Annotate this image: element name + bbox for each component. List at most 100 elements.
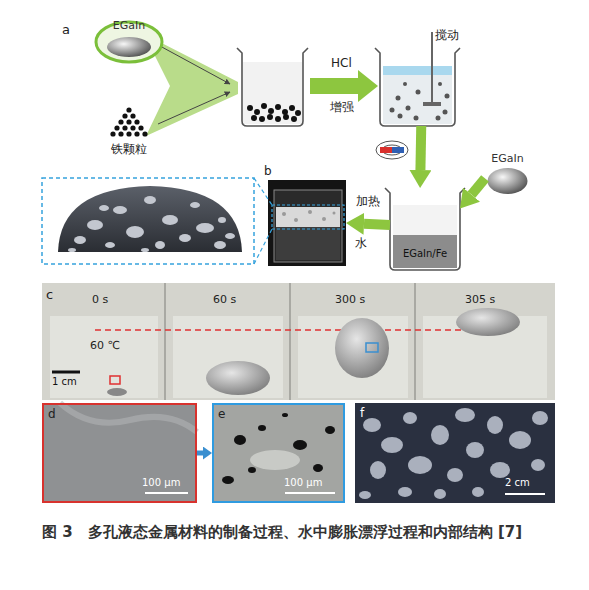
node-text: b	[264, 164, 272, 178]
photo-strip	[173, 316, 283, 398]
photo	[282, 210, 336, 222]
scale-bar	[145, 492, 188, 494]
micrograph	[234, 435, 246, 445]
photo-panel: b	[268, 180, 346, 266]
node-text: 100 μm	[284, 477, 322, 489]
droplet: EGaIn	[485, 152, 530, 196]
iron-particle	[122, 113, 127, 118]
iron-particle	[110, 131, 115, 136]
photo-strip	[335, 318, 389, 378]
particles	[445, 94, 450, 99]
photo-strip	[107, 388, 127, 396]
stirrer	[431, 32, 433, 103]
magnet-symbol	[380, 147, 392, 153]
magnet-symbol	[376, 141, 408, 159]
photo	[532, 411, 548, 425]
iron-particles	[267, 114, 273, 120]
micrograph-panel: e100 μm	[212, 403, 345, 503]
photo	[431, 425, 449, 445]
micrograph	[60, 403, 197, 432]
iron-particle	[134, 119, 139, 124]
micrograph	[248, 467, 256, 473]
photo	[455, 408, 475, 422]
photo	[408, 456, 432, 474]
node-text: 60 s	[213, 293, 236, 306]
beaker	[385, 188, 465, 270]
cutaway-illustration	[179, 234, 191, 242]
cutaway-illustration	[68, 248, 76, 252]
cutaway-illustration	[225, 233, 235, 239]
cutaway-illustration	[155, 241, 165, 249]
photo	[333, 212, 336, 215]
iron-particles	[268, 108, 274, 114]
reagent-label: HCl	[331, 56, 352, 70]
photo	[490, 462, 510, 478]
photo-strip	[289, 283, 291, 400]
photo-frame: 300 s	[290, 283, 415, 400]
node-text: 1 cm	[52, 376, 77, 388]
iron-particles	[291, 116, 297, 122]
node-text: 搅动	[435, 28, 459, 42]
photo	[282, 212, 286, 216]
photo	[272, 205, 344, 229]
node-text: EGaIn/Fe	[390, 248, 460, 260]
photo	[276, 207, 340, 227]
iron-particle	[122, 125, 127, 130]
cutaway-illustration	[218, 217, 226, 223]
iron-particles	[251, 115, 257, 121]
process-arrow	[415, 126, 426, 170]
iron-particle	[134, 131, 139, 136]
node-text: 0 s	[92, 293, 108, 306]
particles	[416, 90, 421, 95]
node-text: EGaIn	[479, 152, 536, 165]
cutaway-illustration	[196, 223, 214, 233]
micrograph	[250, 450, 300, 470]
cutaway-illustration	[162, 215, 178, 225]
edge-label: 加热	[356, 194, 380, 208]
photo-frame: 0 s60 ℃1 cm	[42, 283, 165, 400]
photo-strip	[366, 343, 378, 352]
cutaway-illustration	[68, 196, 235, 252]
iron-particles	[282, 109, 288, 115]
photo	[322, 217, 326, 221]
photo	[531, 459, 545, 471]
node-text: 2 cm	[505, 477, 530, 489]
beaker	[385, 188, 465, 270]
mixing-wedge	[160, 46, 230, 84]
photo	[472, 487, 484, 497]
metal-droplet	[488, 168, 528, 194]
cutaway-illustration	[113, 206, 127, 214]
scale-bar	[505, 493, 545, 495]
iron-particles	[247, 103, 301, 122]
process-arrow	[197, 451, 203, 456]
micrograph	[42, 403, 197, 503]
photo	[268, 180, 346, 266]
photo-strip	[456, 308, 520, 336]
particles	[406, 106, 411, 111]
iron-particles	[275, 104, 281, 110]
photo-strip	[110, 376, 120, 384]
node-text: d	[48, 407, 56, 421]
beaker	[375, 32, 460, 126]
photo	[294, 218, 298, 222]
iron-particles	[259, 116, 265, 122]
iron-particles	[295, 110, 301, 116]
node-text: 铁颗粒	[98, 142, 160, 156]
node-text: 100 μm	[142, 477, 180, 489]
micrograph	[42, 403, 197, 503]
photo	[487, 416, 503, 434]
beaker	[375, 48, 460, 126]
node-text: EGaIn	[93, 19, 165, 32]
droplet: EGaIn	[93, 14, 165, 64]
beaker	[383, 66, 452, 124]
iron-particles	[289, 105, 295, 111]
iron-particle	[126, 107, 131, 112]
scale-bar	[285, 492, 335, 494]
beaker: EGaIn/Fe	[390, 188, 460, 270]
iron-particle	[118, 119, 123, 124]
particles	[398, 114, 403, 119]
photo-panel: f2 cm	[355, 403, 555, 503]
photo	[434, 489, 446, 499]
